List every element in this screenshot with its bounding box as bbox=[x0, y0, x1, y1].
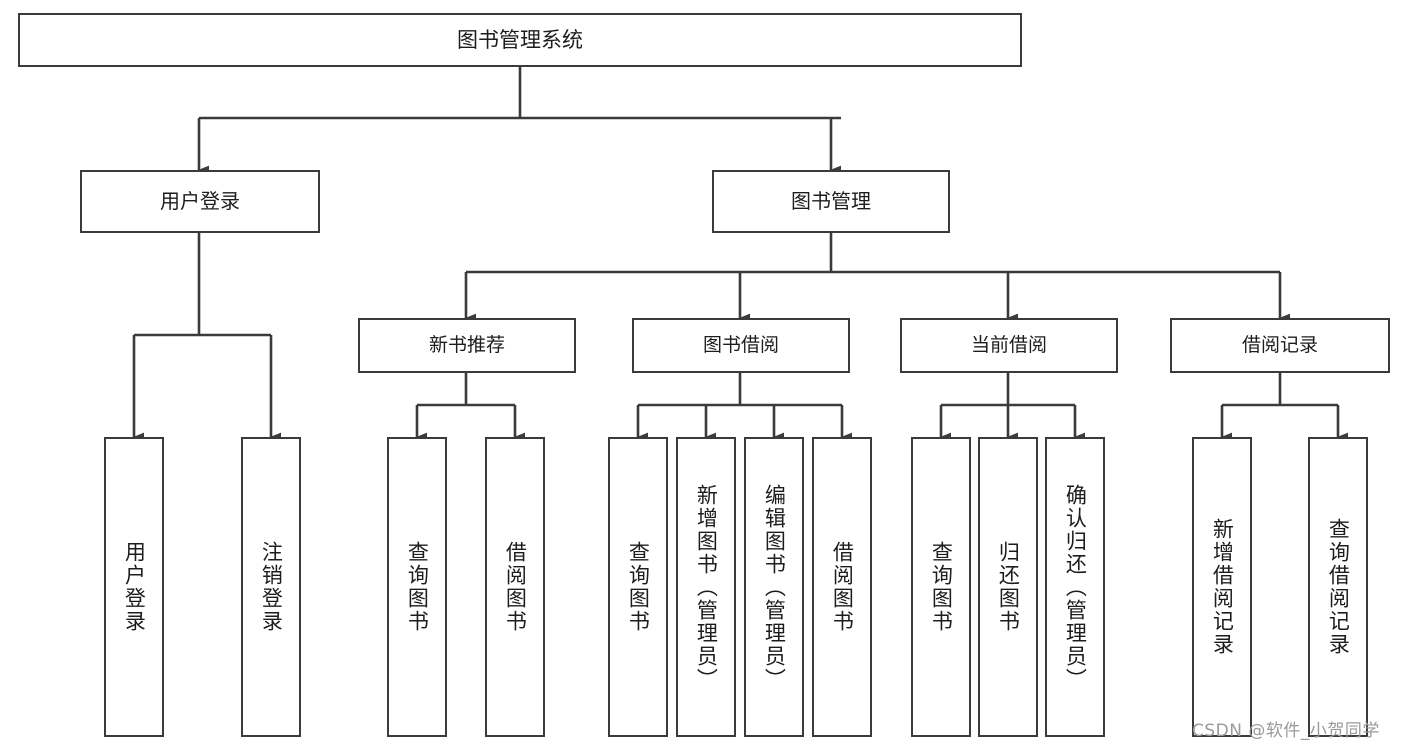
node-leaf-user-logout-label: 注销登录 bbox=[259, 541, 284, 633]
node-leaf-return-book-label: 归还图书 bbox=[996, 541, 1021, 633]
node-leaf-query-book-3-label: 查询图书 bbox=[929, 541, 954, 633]
node-leaf-query-record[interactable]: 查询借阅记录 bbox=[1308, 437, 1368, 737]
node-book-manage-label: 图书管理 bbox=[791, 188, 871, 213]
node-leaf-query-book-3[interactable]: 查询图书 bbox=[911, 437, 971, 737]
node-leaf-user-login[interactable]: 用户登录 bbox=[104, 437, 164, 737]
node-new-book-recommend-label: 新书推荐 bbox=[428, 334, 505, 357]
node-current-borrow[interactable]: 当前借阅 bbox=[900, 318, 1118, 373]
node-root[interactable]: 图书管理系统 bbox=[18, 13, 1022, 67]
node-leaf-add-record[interactable]: 新增借阅记录 bbox=[1192, 437, 1252, 737]
node-book-manage[interactable]: 图书管理 bbox=[712, 170, 950, 233]
node-leaf-add-record-label: 新增借阅记录 bbox=[1210, 518, 1235, 656]
node-user-login-label: 用户登录 bbox=[160, 188, 240, 213]
node-leaf-edit-book[interactable]: 编辑图书（管理员） bbox=[744, 437, 804, 737]
node-leaf-borrow-book-1[interactable]: 借阅图书 bbox=[485, 437, 545, 737]
node-leaf-query-record-label: 查询借阅记录 bbox=[1326, 518, 1351, 656]
csdn-watermark: CSDN @软件_小贺同学 bbox=[1192, 721, 1380, 741]
node-borrow-record[interactable]: 借阅记录 bbox=[1170, 318, 1390, 373]
node-leaf-confirm-return-label: 确认归还（管理员） bbox=[1063, 483, 1088, 691]
node-leaf-query-book-1-label: 查询图书 bbox=[405, 541, 430, 633]
node-leaf-add-book[interactable]: 新增图书（管理员） bbox=[676, 437, 736, 737]
node-current-borrow-label: 当前借阅 bbox=[970, 334, 1047, 357]
node-book-borrow[interactable]: 图书借阅 bbox=[632, 318, 850, 373]
node-user-login[interactable]: 用户登录 bbox=[80, 170, 320, 233]
node-root-label: 图书管理系统 bbox=[457, 27, 583, 52]
node-leaf-query-book-2[interactable]: 查询图书 bbox=[608, 437, 668, 737]
node-leaf-user-logout[interactable]: 注销登录 bbox=[241, 437, 301, 737]
node-leaf-borrow-book-1-label: 借阅图书 bbox=[503, 541, 528, 633]
node-leaf-confirm-return[interactable]: 确认归还（管理员） bbox=[1045, 437, 1105, 737]
node-leaf-borrow-book-2[interactable]: 借阅图书 bbox=[812, 437, 872, 737]
node-leaf-add-book-label: 新增图书（管理员） bbox=[694, 483, 719, 691]
node-leaf-query-book-1[interactable]: 查询图书 bbox=[387, 437, 447, 737]
node-leaf-user-login-label: 用户登录 bbox=[122, 541, 147, 633]
node-borrow-record-label: 借阅记录 bbox=[1241, 334, 1318, 357]
node-book-borrow-label: 图书借阅 bbox=[702, 334, 779, 357]
node-leaf-edit-book-label: 编辑图书（管理员） bbox=[762, 483, 787, 691]
node-leaf-return-book[interactable]: 归还图书 bbox=[978, 437, 1038, 737]
node-leaf-query-book-2-label: 查询图书 bbox=[626, 541, 651, 633]
node-leaf-borrow-book-2-label: 借阅图书 bbox=[830, 541, 855, 633]
node-new-book-recommend[interactable]: 新书推荐 bbox=[358, 318, 576, 373]
